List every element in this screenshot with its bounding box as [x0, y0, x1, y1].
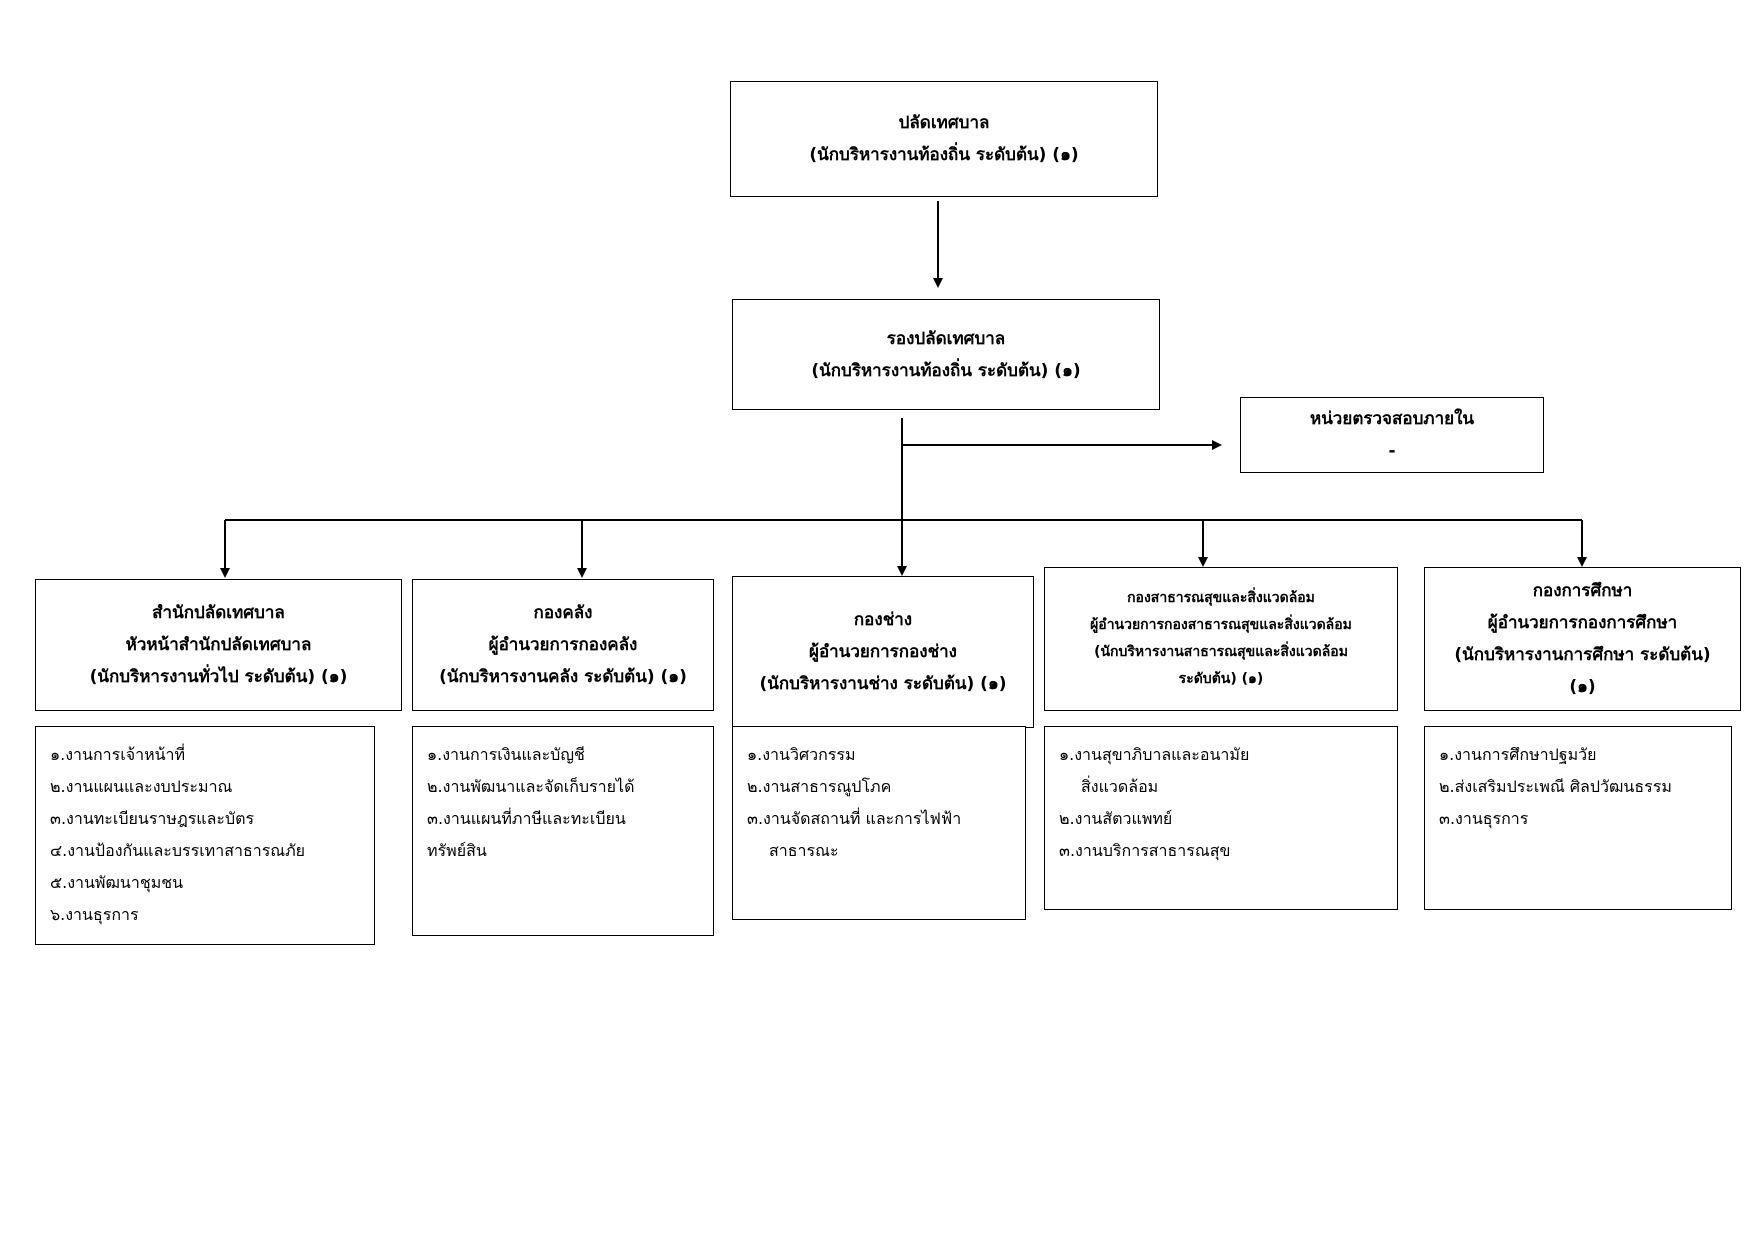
division-tasks-5: ๑.งานการศึกษาปฐมวัย ๒.ส่งเสริมประเพณี ศิ… [1424, 726, 1732, 910]
division-header-5: กองการศึกษา ผู้อำนวยการกองการศึกษา (นักบ… [1424, 567, 1741, 711]
list-item: ทรัพย์สิน [427, 841, 487, 860]
box-line: (นักบริหารงานการศึกษา ระดับต้น) [1454, 645, 1711, 665]
box-line: หน่วยตรวจสอบภายใน [1309, 409, 1475, 429]
list-item: ๑.งานการเงินและบัญชี [427, 745, 585, 764]
list-item: ๔.งานป้องกันและบรรเทาสาธารณภัย [50, 841, 306, 860]
list-item: ๑.งานสุขาภิบาลและอนามัย [1059, 745, 1250, 764]
division-header-1: สำนักปลัดเทศบาล หัวหน้าสำนักปลัดเทศบาล (… [35, 579, 402, 711]
division-header-2: กองคลัง ผู้อำนวยการกองคลัง (นักบริหารงาน… [412, 579, 714, 711]
box-line: (นักบริหารงานสาธารณสุขและสิ่งแวดล้อม [1094, 644, 1348, 660]
division-tasks-3: ๑.งานวิศวกรรม ๒.งานสาธารณูปโภค ๓.งานจัดส… [732, 726, 1026, 920]
division-tasks-2: ๑.งานการเงินและบัญชี ๒.งานพัฒนาและจัดเก็… [412, 726, 714, 936]
box-line: ผู้อำนวยการกองคลัง [488, 635, 638, 655]
box-line: หัวหน้าสำนักปลัดเทศบาล [125, 635, 312, 655]
box-line: กองสาธารณสุขและสิ่งแวดล้อม [1127, 590, 1315, 606]
box-line: ระดับต้น) (๑) [1178, 671, 1264, 687]
list-item: ๒.งานสาธารณูปโภค [747, 777, 892, 796]
box-line: (๑) [1569, 677, 1596, 697]
box-line: ผู้อำนวยการกองการศึกษา [1487, 613, 1678, 633]
box-line: (นักบริหารงานท้องถิ่น ระดับต้น) (๑) [811, 360, 1081, 381]
division-header-4: กองสาธารณสุขและสิ่งแวดล้อม ผู้อำนวยการกอ… [1044, 567, 1398, 711]
list-item: ๒.งานแผนและงบประมาณ [50, 777, 233, 796]
list-item: ๑.งานวิศวกรรม [747, 745, 856, 764]
box-line: (นักบริหารงานคลัง ระดับต้น) (๑) [439, 667, 687, 687]
box-line: (นักบริหารงานทั่วไป ระดับต้น) (๑) [89, 667, 348, 687]
list-item: สาธารณะ [769, 841, 839, 860]
internal-audit-box: หน่วยตรวจสอบภายใน - [1240, 397, 1544, 473]
list-item: ๒.งานสัตวแพทย์ [1059, 809, 1173, 828]
list-item: สิ่งแวดล้อม [1081, 777, 1159, 796]
box-line: สำนักปลัดเทศบาล [152, 603, 285, 623]
list-item: ๑.งานการเจ้าหน้าที่ [50, 745, 186, 764]
box-line: ผู้อำนวยการกองสาธารณสุขและสิ่งแวดล้อม [1090, 617, 1352, 633]
list-item: ๒.งานพัฒนาและจัดเก็บรายได้ [427, 777, 635, 796]
list-item: ๑.งานการศึกษาปฐมวัย [1439, 745, 1597, 764]
box-line: (นักบริหารงานท้องถิ่น ระดับต้น) (๑) [809, 145, 1079, 165]
list-item: ๓.งานบริการสาธารณสุข [1059, 841, 1231, 860]
box-line: กองคลัง [533, 603, 593, 623]
list-item: ๒.ส่งเสริมประเพณี ศิลปวัฒนธรรม [1439, 777, 1672, 796]
top-box-municipal-clerk: ปลัดเทศบาล (นักบริหารงานท้องถิ่น ระดับต้… [730, 81, 1158, 197]
list-item: ๓.งานธุรการ [1439, 809, 1529, 828]
box-line: (นักบริหารงานช่าง ระดับต้น) (๑) [759, 674, 1007, 694]
division-header-3: กองช่าง ผู้อำนวยการกองช่าง (นักบริหารงาน… [732, 576, 1034, 728]
box-line: กองการศึกษา [1532, 581, 1633, 601]
box-line: กองช่าง [853, 610, 913, 630]
box-line: ปลัดเทศบาล [898, 113, 990, 133]
box-line: - [1388, 441, 1396, 461]
list-item: ๓.งานแผนที่ภาษีและทะเบียน [427, 809, 626, 828]
list-item: ๓.งานจัดสถานที่ และการไฟฟ้า [747, 809, 962, 828]
list-item: ๓.งานทะเบียนราษฎรและบัตร [50, 809, 255, 828]
division-tasks-4: ๑.งานสุขาภิบาลและอนามัย สิ่งแวดล้อม ๒.งา… [1044, 726, 1398, 910]
box-line: รองปลัดเทศบาล [886, 328, 1006, 349]
deputy-box: รองปลัดเทศบาล (นักบริหารงานท้องถิ่น ระดั… [732, 299, 1160, 410]
box-line: ผู้อำนวยการกองช่าง [808, 642, 957, 662]
list-item: ๕.งานพัฒนาชุมชน [50, 873, 184, 892]
list-item: ๖.งานธุรการ [50, 905, 139, 924]
division-tasks-1: ๑.งานการเจ้าหน้าที่ ๒.งานแผนและงบประมาณ … [35, 726, 375, 945]
